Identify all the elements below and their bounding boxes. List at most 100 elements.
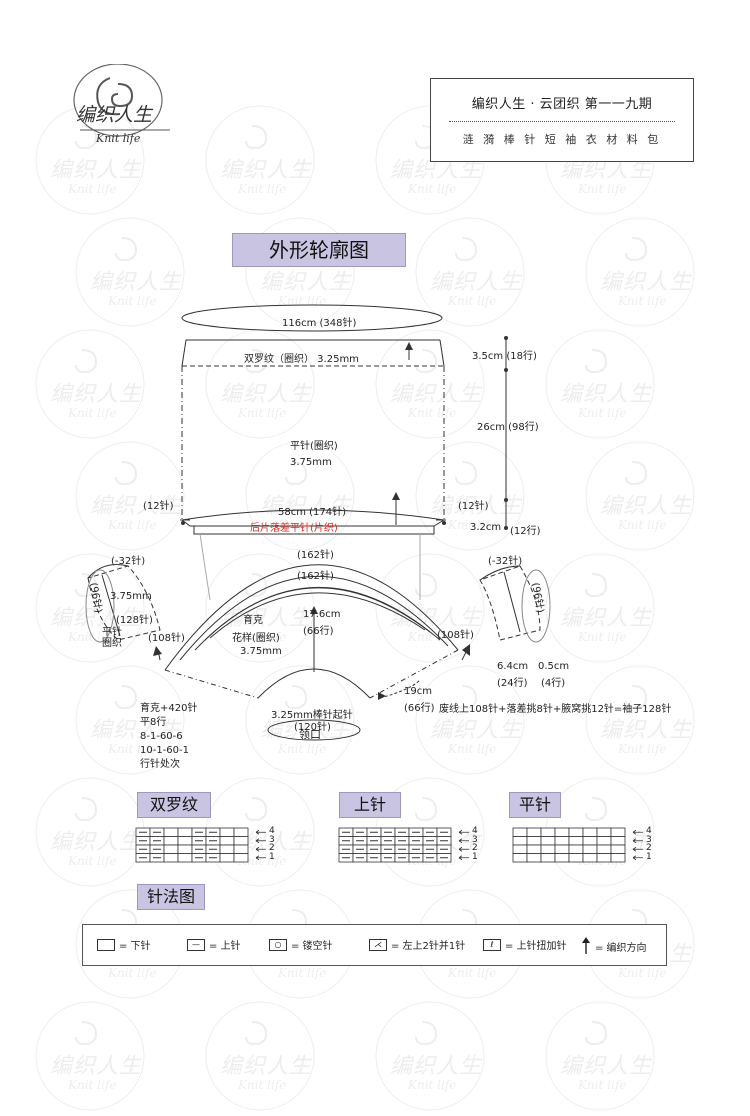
- right-sleeve-len2-label: 0.5cm: [538, 661, 570, 672]
- row-arrow: [458, 855, 469, 861]
- row-arrow: [255, 838, 266, 844]
- yoke-notes: 育克+420针 平8行 8-1-60-6 10-1-60-1 行针处次: [140, 702, 197, 772]
- row-number: 4: [472, 826, 478, 837]
- chart-cell: [177, 844, 193, 854]
- left-sleeve-stitch-label: 平针: [102, 627, 122, 638]
- row-arrow: [632, 846, 643, 852]
- chart-cell: [219, 853, 235, 863]
- legend-label: = 上针扭加针: [505, 941, 567, 952]
- body-bottom-curve: [181, 509, 445, 521]
- body-stitch-label: 平针(圈织): [290, 441, 338, 452]
- legend-label: = 左上2针并1针: [391, 941, 466, 952]
- chart-cell: [512, 844, 528, 854]
- chart-cell: [233, 844, 249, 854]
- row-arrow: [458, 838, 469, 844]
- row-arrow: [632, 838, 643, 844]
- watermark-text-en: Knit life: [408, 1078, 457, 1092]
- chart-cell: [554, 853, 570, 863]
- chart-cell: [233, 853, 249, 863]
- chart-cell: [540, 853, 556, 863]
- watermark-text-en: Knit life: [68, 1078, 117, 1092]
- row-arrow: [255, 829, 266, 835]
- header-box: 编织人生 · 云团织 第一一九期 涟 漪 棒 针 短 袖 衣 材 料 包: [430, 78, 694, 162]
- logo-text-cn: 编织人生: [76, 104, 153, 126]
- header-subtitle: 涟 漪 棒 针 短 袖 衣 材 料 包: [462, 133, 662, 146]
- yarn-over-icon: ○: [269, 938, 287, 951]
- rib-label: 双罗纹（圈织） 3.25mm: [244, 354, 359, 365]
- legend-item-purl: — = 上针: [187, 937, 241, 952]
- chart-cell: [177, 836, 193, 846]
- arrow-up-icon: [582, 937, 590, 954]
- chart-cell: [219, 836, 235, 846]
- row-arrow: [255, 846, 266, 852]
- row-arrow: [458, 829, 469, 835]
- logo-text-en: Knit life: [96, 132, 141, 145]
- chart-cell: [568, 844, 584, 854]
- chart-title-rib: 双罗纹: [137, 792, 211, 818]
- chart-cell: [568, 853, 584, 863]
- legend-label: = 编织方向: [595, 942, 647, 954]
- side-right-label: (12针): [458, 501, 489, 512]
- yoke-inner-label: (162针): [297, 571, 334, 582]
- right-sleeve-len1-label: 6.4cm: [497, 661, 529, 672]
- chart-cell: [163, 853, 179, 863]
- chart-cell: [596, 853, 612, 863]
- yoke-needle-label: 3.75mm: [240, 646, 282, 657]
- yoke-note: 平8行: [140, 717, 167, 728]
- right-sleeve-rows2-label: (4行): [541, 678, 566, 689]
- drop-rows-label: (12行): [510, 526, 541, 537]
- chart-cell: [163, 836, 179, 846]
- yoke-left-edge-label: (108针): [148, 633, 185, 644]
- chart-cell: [596, 827, 612, 837]
- watermark-text-en: Knit life: [238, 1078, 287, 1092]
- legend-item-k2tog: ⋌ = 左上2针并1针: [369, 937, 465, 952]
- body-height-label: 26cm (98行): [477, 422, 539, 433]
- chart-cell: [526, 836, 542, 846]
- chart-cell: [554, 844, 570, 854]
- chart-cell: [219, 844, 235, 854]
- chart-cell: [233, 836, 249, 846]
- right-sleeve: [479, 565, 541, 641]
- rib-height-label: 3.5cm (18行): [472, 351, 537, 362]
- chart-cell: [582, 827, 598, 837]
- row-arrow: [458, 846, 469, 852]
- body-needle-label: 3.75mm: [290, 457, 332, 468]
- chart-cell: [568, 836, 584, 846]
- yoke-outer-label: (162针): [297, 550, 334, 561]
- body-width-ellipse: [181, 304, 443, 332]
- row-arrow: [632, 829, 643, 835]
- row-number: 2: [646, 843, 652, 854]
- body-width-label: 116cm (348针): [282, 318, 357, 329]
- row-number: 2: [269, 843, 275, 854]
- watermark-text-en: Knit life: [578, 1078, 627, 1092]
- yoke-height-rows-label: (66行): [303, 626, 334, 637]
- chart-cell: [540, 827, 556, 837]
- header-title: 编织人生 · 云团织 第一一九期: [471, 97, 653, 112]
- right-sleeve-rows1-label: (24行): [497, 678, 528, 689]
- yoke-note: 育克+420针: [140, 703, 198, 714]
- chart-cell: [526, 844, 542, 854]
- yoke-right-side: [369, 649, 459, 699]
- legend-label: = 下针: [119, 941, 151, 952]
- knit-box-icon: [97, 938, 115, 951]
- cast-on-sts-label: (120针): [294, 722, 331, 733]
- chart-cell: [512, 853, 528, 863]
- row-number: 3: [472, 834, 478, 845]
- chart-cell: [163, 827, 179, 837]
- k2tog-left-icon: ⋌: [369, 938, 387, 951]
- stitch-charts: [135, 827, 643, 863]
- yoke-outer-arc: [164, 564, 459, 671]
- chart-cell: [512, 827, 528, 837]
- yoke-note: 8-1-60-6: [140, 731, 183, 742]
- row-arrow: [255, 855, 266, 861]
- chart-cell: [568, 827, 584, 837]
- legend-item-yarn-over: ○ = 镂空针: [269, 937, 333, 952]
- yoke-note: 10-1-60-1: [140, 745, 189, 756]
- outline-title: 外形轮廓图: [232, 233, 406, 267]
- chart-cell: [596, 844, 612, 854]
- yoke-height-label: 17.6cm: [303, 609, 341, 620]
- yoke-pattern-label: 花样(圈织): [232, 633, 280, 644]
- chart-title-knit: 平针: [509, 792, 561, 818]
- chart-cell: [582, 844, 598, 854]
- stitch-chart-rib: [135, 827, 249, 863]
